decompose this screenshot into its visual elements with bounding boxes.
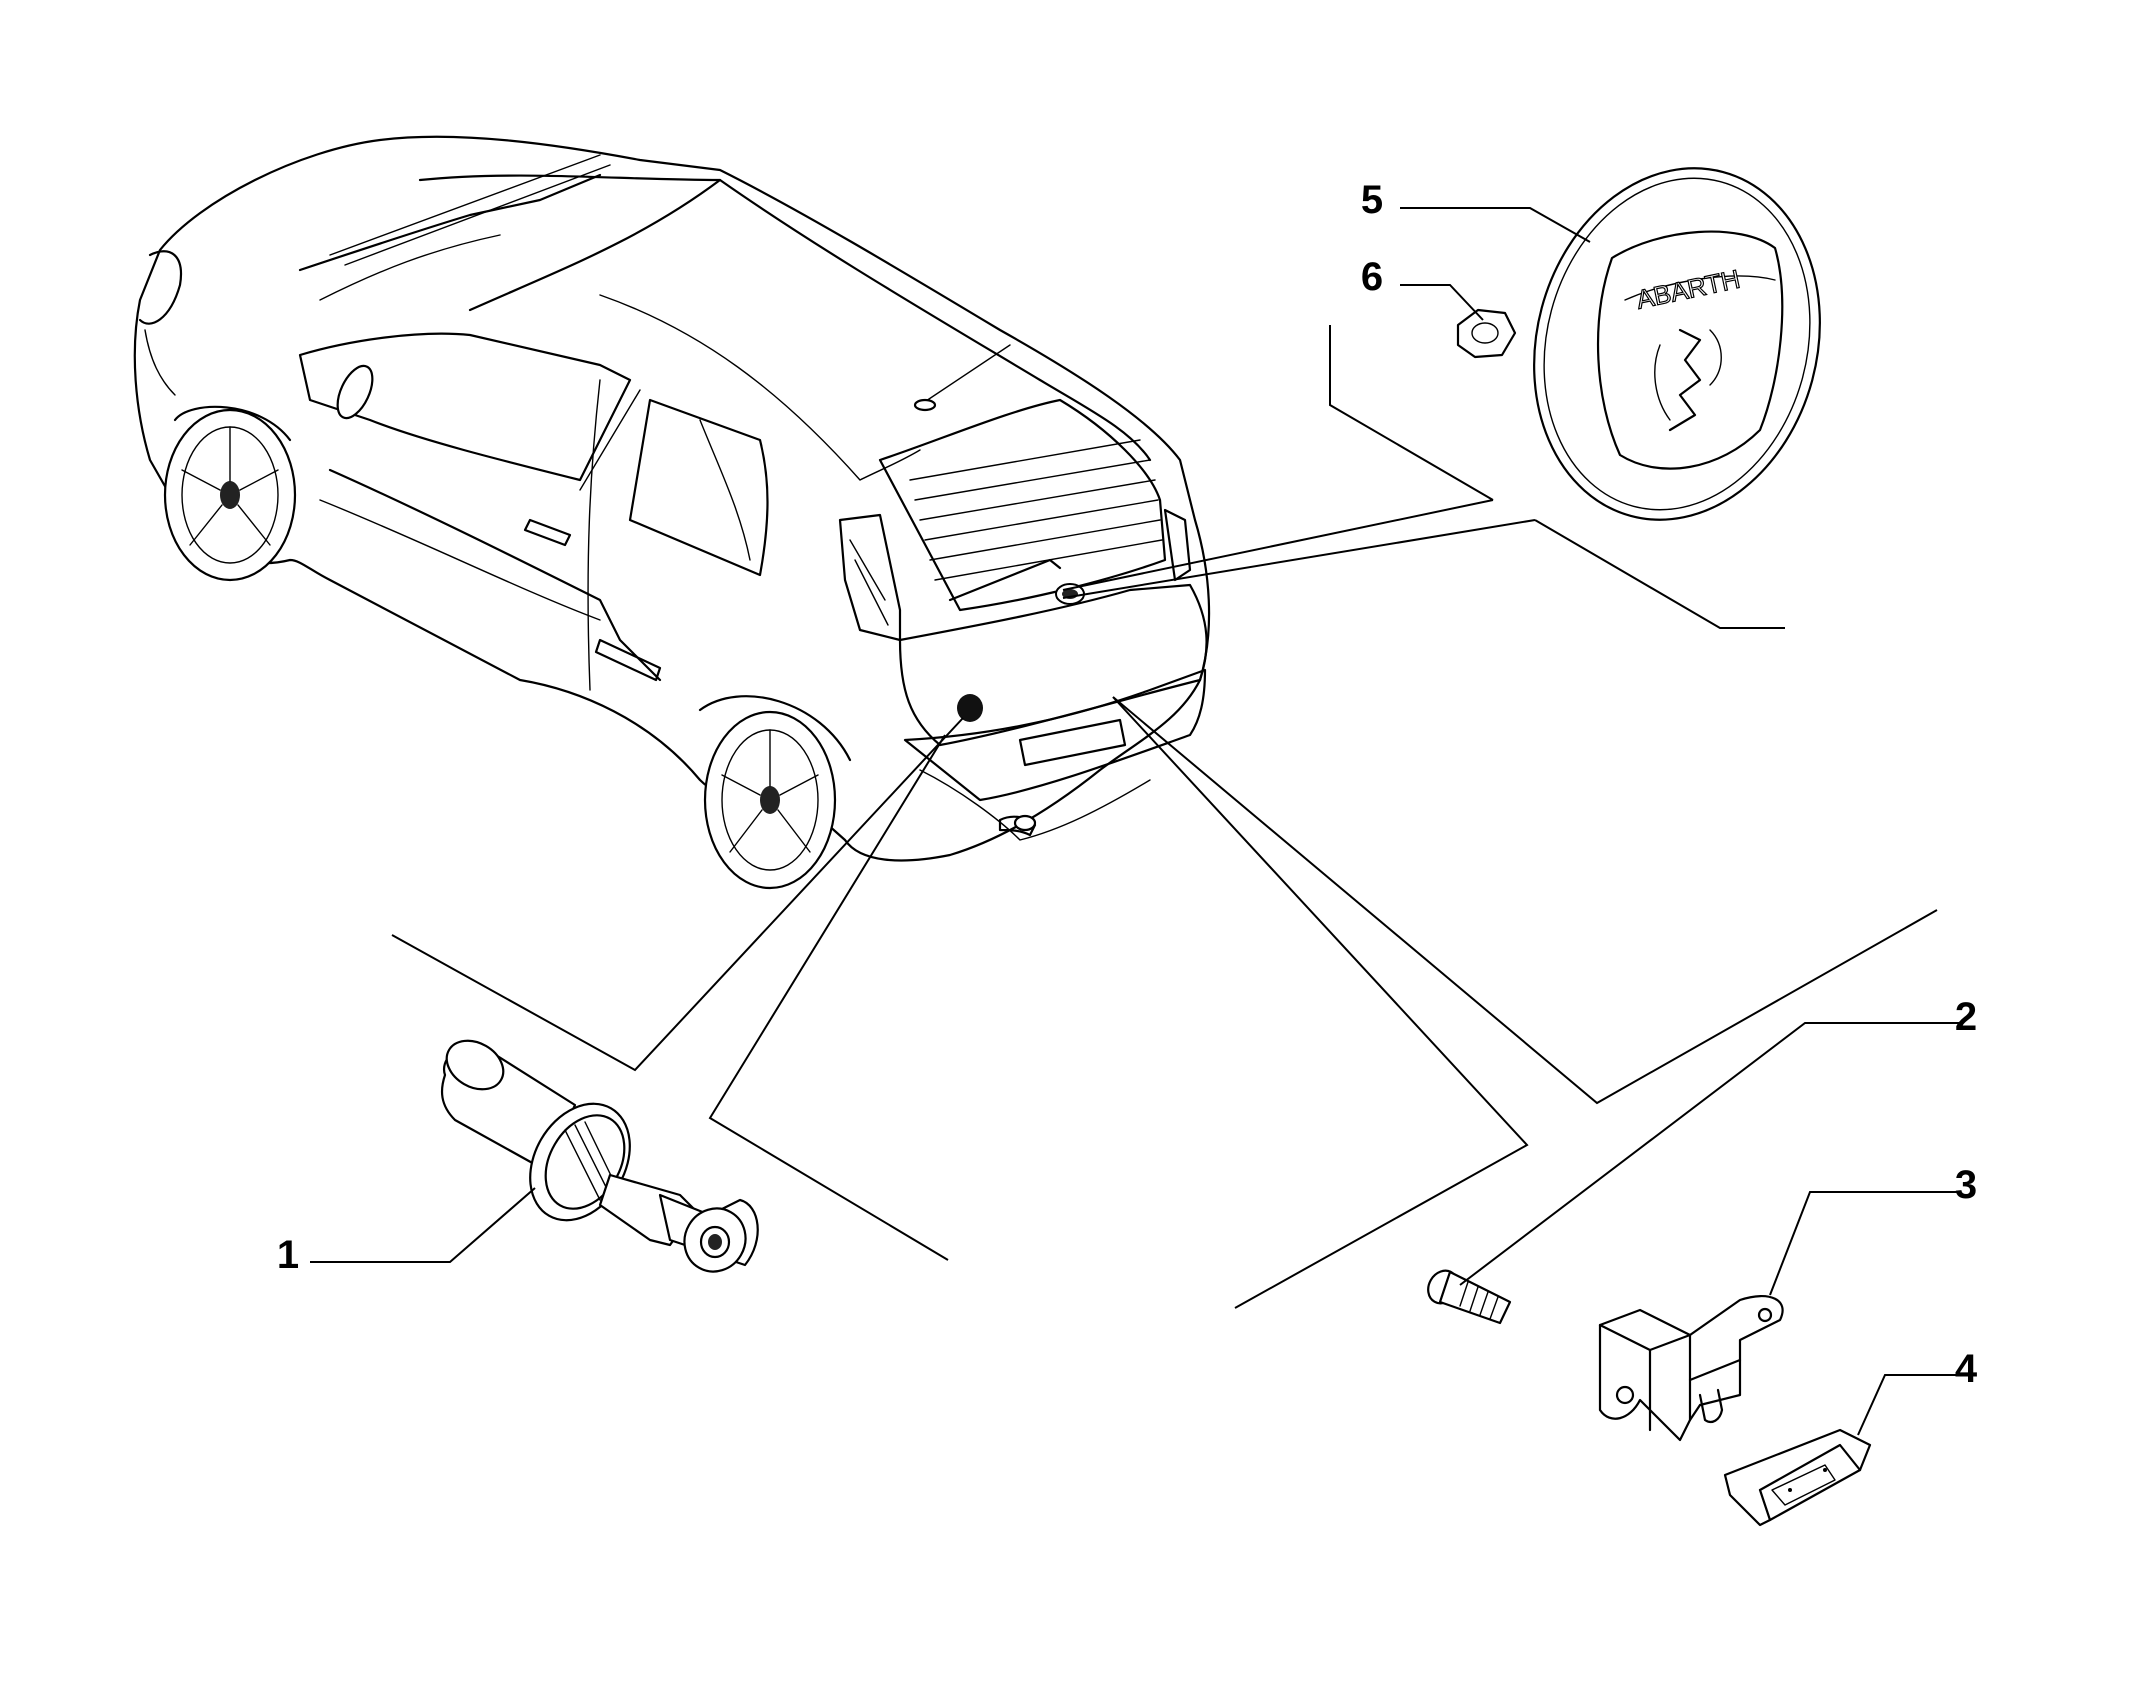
callout-labels: 5 6 2 3 4 1: [277, 178, 1978, 1391]
hatchback-car-rear-view-icon: [133, 135, 1211, 890]
front-wheel-icon: [163, 405, 297, 582]
callout-6-label: 6: [1361, 255, 1383, 299]
striker-plate-icon: [1723, 1428, 1872, 1527]
lock-cylinder-icon: [440, 1039, 759, 1273]
leader-lines: [310, 207, 1960, 1436]
callout-5-label: 5: [1361, 178, 1383, 222]
abarth-badge-icon: ABARTH: [1533, 167, 1821, 521]
nut-icon: [1456, 308, 1517, 359]
screw-icon: [1427, 1269, 1512, 1325]
callout-4-label: 4: [1955, 1347, 1978, 1391]
callout-3-label: 3: [1955, 1163, 1977, 1207]
callout-2-label: 2: [1955, 995, 1977, 1039]
striker-bracket-icon: [1598, 1295, 1784, 1442]
callout-1-label: 1: [277, 1233, 299, 1277]
rear-wheel-icon: [698, 695, 852, 890]
